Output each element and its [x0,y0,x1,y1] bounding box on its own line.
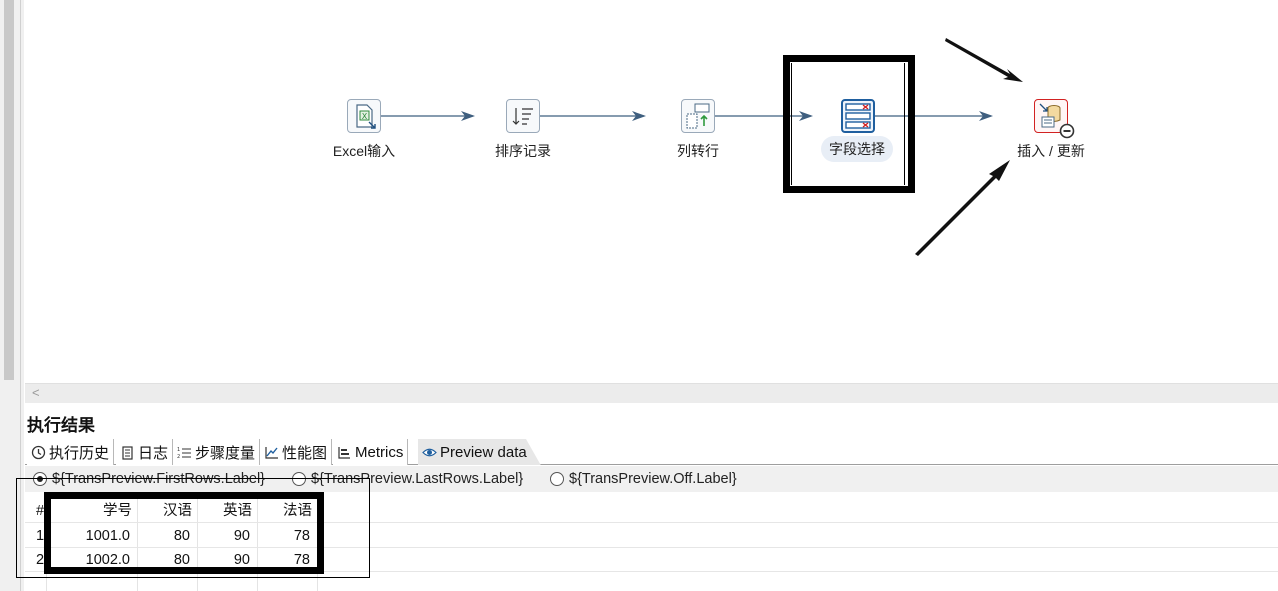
eye-icon [422,448,437,456]
step-label-sort-rows: 排序记录 [495,143,551,159]
tab-label: Metrics [355,443,404,461]
table-header-row: # 学号 汉语 英语 法语 [25,499,1278,523]
radio-label: ${TransPreview.Off.Label} [569,471,737,487]
table-cell: 90 [233,552,250,568]
header-index[interactable]: # [36,503,45,519]
highlight-box-table [44,492,324,574]
column-divider [257,497,258,591]
tab-performance-chart[interactable]: 性能图 [260,439,333,465]
excel-file-icon: X [356,104,376,129]
radio-last-rows[interactable]: ${TransPreview.LastRows.Label} [292,471,523,487]
vertical-scrollbar[interactable] [4,0,14,380]
gutter-divider [20,0,21,591]
history-icon [31,445,46,459]
row-index: 1 [36,528,45,544]
step-label-excel-input: Excel输入 [332,143,396,159]
radio-label: ${TransPreview.FirstRows.Label} [52,471,266,487]
metrics-icon [338,446,350,459]
row-normaliser-icon [686,103,710,129]
tab-label: 性能图 [282,444,328,462]
header-cell[interactable]: 法语 [283,503,312,519]
table-cell: 78 [293,528,310,544]
tab-log[interactable]: 日志 [116,439,174,465]
column-divider [197,497,198,591]
step-metrics-icon: 12 [177,447,191,460]
tab-preview-data[interactable]: Preview data [418,439,541,465]
panel-title: 执行结果 [27,416,95,435]
header-cell[interactable]: 学号 [103,503,132,519]
svg-text:X: X [362,112,368,121]
error-minus-icon[interactable] [1059,123,1075,139]
radio-label: ${TransPreview.LastRows.Label} [311,471,524,487]
radio-checked-icon [33,472,47,486]
table-cell: 80 [173,552,190,568]
table-cell: 1002.0 [85,552,130,568]
tab-label: Preview data [440,443,527,461]
tab-label: 步骤度量 [195,444,256,462]
canvas-horizontal-scrollbar[interactable]: < [25,383,1278,403]
radio-unchecked-icon [292,472,306,486]
annotation-arrow-bottom [915,160,1010,256]
table-row[interactable]: 1 1001.0 80 90 78 [25,524,1278,548]
scroll-left-icon[interactable]: < [32,385,40,400]
table-cell: 1001.0 [85,528,130,544]
step-label-insert-update: 插入 / 更新 [1017,143,1085,159]
step-label-row-normaliser: 列转行 [677,143,719,159]
hops-layer [380,38,1023,256]
preview-table: # 学号 汉语 英语 法语 1 1001.0 80 90 78 2 1002.0… [25,497,1278,591]
header-cell[interactable]: 汉语 [163,503,192,519]
sort-icon [512,108,533,125]
insert-update-icon [1039,103,1061,128]
header-cell[interactable]: 英语 [223,503,252,519]
preview-mode-radios: ${TransPreview.FirstRows.Label} ${TransP… [25,466,1278,492]
table-cell: 90 [233,528,250,544]
table-cell: 80 [173,528,190,544]
transformation-canvas[interactable]: X Excel输入 排序记录 列转行 [25,0,1278,383]
svg-text:1: 1 [177,447,180,453]
excel-input-step[interactable]: X [347,99,381,133]
table-cell: 78 [293,552,310,568]
tab-execution-history[interactable]: 执行历史 [27,439,115,465]
radio-first-rows[interactable]: ${TransPreview.FirstRows.Label} [33,471,265,487]
column-divider [137,497,138,591]
highlight-underline [16,577,344,578]
log-icon [122,445,133,460]
sort-rows-step[interactable] [506,99,540,133]
select-values-step[interactable] [841,99,875,133]
highlight-inner-line-left [791,63,792,185]
highlight-inner-line-right [904,63,905,185]
select-values-icon [845,103,871,129]
tab-label: 日志 [138,444,169,462]
radio-off[interactable]: ${TransPreview.Off.Label} [550,471,737,487]
radio-unchecked-icon [550,472,564,486]
left-gutter [0,0,24,591]
tab-label: 执行历史 [49,444,110,462]
tab-metrics[interactable]: Metrics [333,439,409,465]
step-label-select-values: 字段选择 [821,136,893,162]
highlight-box-select-values [783,55,915,193]
row-normaliser-step[interactable] [681,99,715,133]
table-row[interactable]: 2 1002.0 80 90 78 [25,548,1278,572]
annotation-arrow-top [945,38,1023,82]
row-index: 2 [36,552,45,568]
svg-text:2: 2 [177,454,180,460]
performance-chart-icon [265,446,278,459]
